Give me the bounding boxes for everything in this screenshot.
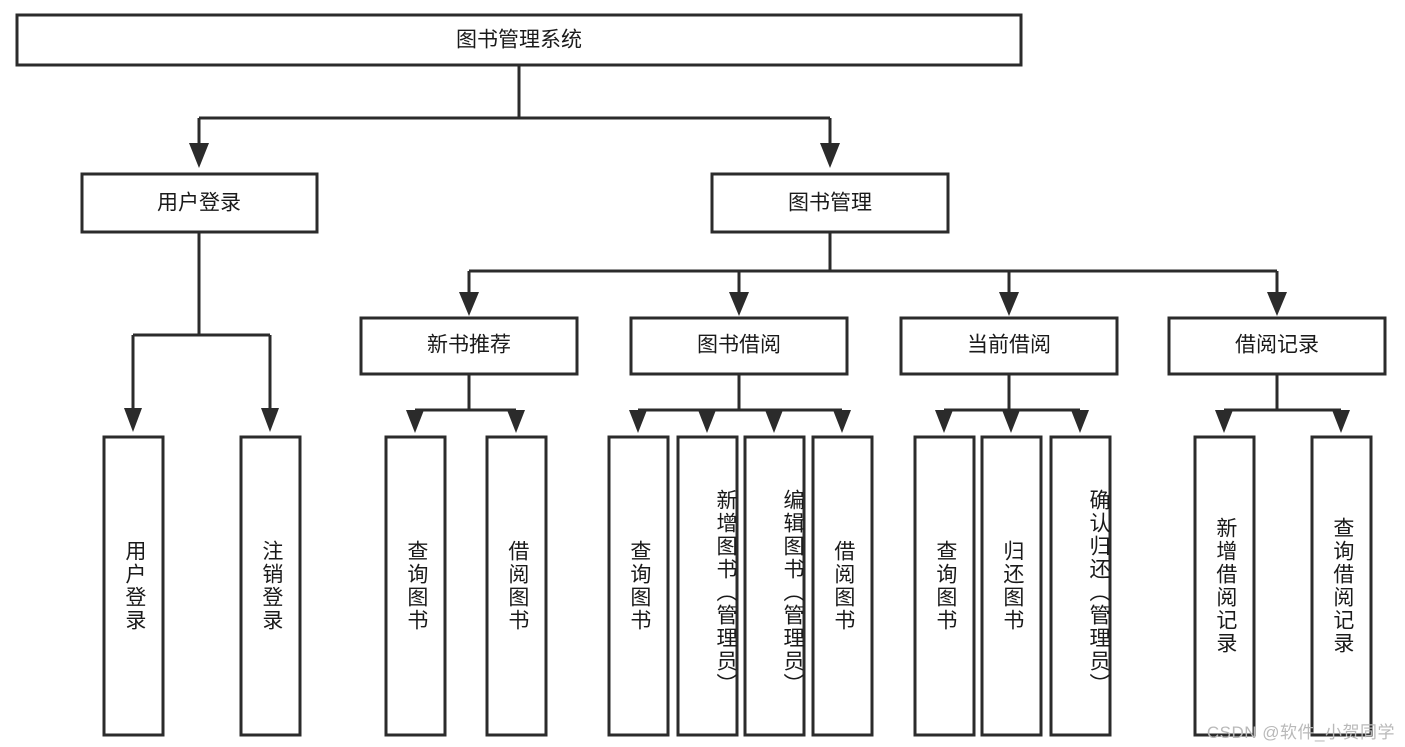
- node-borrow-record-label: 借阅记录: [1235, 334, 1319, 357]
- node-root-box[interactable]: [15, 13, 1023, 67]
- node-book-management[interactable]: 图书管理: [710, 172, 950, 234]
- node-root-label: 图书管理系统: [456, 29, 582, 52]
- node-leaf-add-book-box[interactable]: [676, 435, 739, 737]
- node-new-book-recommend-box[interactable]: [359, 316, 579, 376]
- node-leaf-user-login-box[interactable]: [102, 435, 165, 737]
- arrow-to-book-borrow: [729, 292, 749, 316]
- node-new-book-recommend-label: 新书推荐: [427, 334, 511, 357]
- node-book-management-label: 图书管理: [788, 192, 872, 215]
- csdn-watermark: CSDN @软件_小贺同学: [1206, 723, 1395, 742]
- node-borrow-record-box[interactable]: [1167, 316, 1387, 376]
- node-user-login[interactable]: 用户登录: [80, 172, 319, 234]
- node-leaf-logout-login-box[interactable]: [239, 435, 302, 737]
- arrow-leaf-add-book: [698, 410, 716, 433]
- node-leaf-borrow-book-2-box[interactable]: [811, 435, 874, 737]
- connector-layer: [124, 66, 1350, 433]
- arrow-leaf-confirm-return: [1071, 410, 1089, 433]
- node-book-borrow-box[interactable]: [629, 316, 849, 376]
- node-leaf-query-book-1-box[interactable]: [384, 435, 447, 737]
- node-user-login-label: 用户登录: [157, 192, 241, 215]
- node-book-borrow[interactable]: 图书借阅: [629, 316, 849, 376]
- node-leaf-confirm-return-box[interactable]: [1049, 435, 1112, 737]
- node-root[interactable]: 图书管理系统: [15, 13, 1023, 67]
- arrow-leaf-logout-login: [261, 408, 279, 432]
- node-leaf-borrow-book-1-box[interactable]: [485, 435, 548, 737]
- node-leaf-query-book-3-box[interactable]: [913, 435, 976, 737]
- arrow-leaf-query-book-3: [935, 410, 953, 433]
- arrow-leaf-borrow-book-2: [833, 410, 851, 433]
- node-current-borrow-label: 当前借阅: [967, 334, 1051, 357]
- arrow-to-book-management: [820, 143, 840, 168]
- node-leaf-query-record-box[interactable]: [1310, 435, 1373, 737]
- node-leaf-add-record-box[interactable]: [1193, 435, 1256, 737]
- arrow-leaf-borrow-book-1: [507, 410, 525, 433]
- node-book-borrow-label: 图书借阅: [697, 334, 781, 357]
- arrow-to-borrow-record: [1267, 292, 1287, 316]
- node-current-borrow[interactable]: 当前借阅: [899, 316, 1119, 376]
- node-borrow-record[interactable]: 借阅记录: [1167, 316, 1387, 376]
- arrow-leaf-query-record: [1332, 410, 1350, 433]
- arrow-leaf-user-login: [124, 408, 142, 432]
- arrow-leaf-add-record: [1215, 410, 1233, 433]
- node-leaf-query-book-2-box[interactable]: [607, 435, 670, 737]
- arrow-leaf-query-book-2: [629, 410, 647, 433]
- node-book-management-box[interactable]: [710, 172, 950, 234]
- arrow-leaf-return-book: [1002, 410, 1020, 433]
- arrow-leaf-edit-book: [765, 410, 783, 433]
- arrow-leaf-query-book-1: [406, 410, 424, 433]
- node-leaf-return-book-box[interactable]: [980, 435, 1043, 737]
- node-new-book-recommend[interactable]: 新书推荐: [359, 316, 579, 376]
- leaf-boxes: [102, 435, 1373, 737]
- node-leaf-edit-book-box[interactable]: [743, 435, 806, 737]
- node-current-borrow-box[interactable]: [899, 316, 1119, 376]
- arrow-to-new-book-recommend: [459, 292, 479, 316]
- arrow-to-current-borrow: [999, 292, 1019, 316]
- node-user-login-box[interactable]: [80, 172, 319, 234]
- arrow-to-user-login: [189, 143, 209, 168]
